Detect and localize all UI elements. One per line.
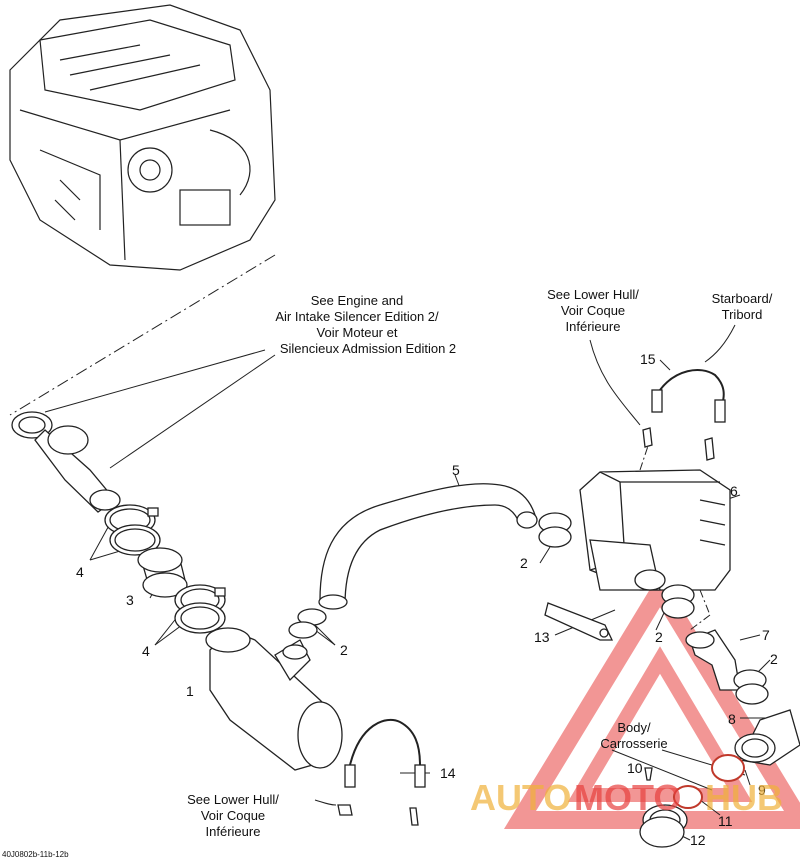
clamp-part-4-upper: [104, 504, 161, 556]
outlet-part-8: [734, 709, 800, 766]
engine-illustration: [9, 4, 276, 271]
body-note-line-2: Carrosserie: [600, 736, 667, 751]
hull-top-note-line-1: See Lower Hull/: [547, 287, 639, 302]
callout-see-engine: See Engine and Air Intake Silencer Editi…: [275, 293, 456, 356]
hull-top-note-line-3: Inférieure: [566, 319, 621, 334]
bracket-part-13: [544, 602, 614, 641]
part-number-13: 13: [534, 629, 550, 645]
clamp-part-4-lower: [174, 584, 226, 634]
hose-part-5: [318, 483, 538, 610]
drawing-reference: 40J0802b-11b-12b: [2, 850, 69, 859]
hull-bottom-note-line-2: Voir Coque: [201, 808, 265, 823]
part-number-15: 15: [640, 351, 656, 367]
clamp-part-2-lower: [733, 669, 769, 705]
callout-see-lower-hull-top: See Lower Hull/ Voir Coque Inférieure: [547, 287, 639, 334]
part-number-2-d: 2: [770, 651, 778, 667]
elbow-part-7: [685, 629, 741, 691]
hull-top-note-line-2: Voir Coque: [561, 303, 625, 318]
part-number-6: 6: [730, 483, 738, 499]
part-number-2-a: 2: [520, 555, 528, 571]
part-number-8: 8: [728, 711, 736, 727]
part-number-14: 14: [440, 765, 456, 781]
engine-note-line-2: Air Intake Silencer Edition 2/: [275, 309, 439, 324]
part-number-12: 12: [690, 832, 706, 848]
part-number-11: 11: [718, 813, 733, 829]
callout-see-lower-hull-bottom: See Lower Hull/ Voir Coque Inférieure: [187, 792, 279, 839]
watermark-hub: HUB: [705, 777, 783, 818]
part-number-4-a: 4: [76, 564, 84, 580]
resonator-part-6: [579, 469, 731, 591]
silencer-part-1: [205, 627, 343, 771]
intake-ring-part: [11, 411, 121, 513]
watermark-moto: MOTO: [574, 777, 681, 818]
oring-part-9: [711, 754, 745, 782]
part-number-4-b: 4: [142, 643, 150, 659]
part-number-10: 10: [627, 760, 643, 776]
strap-part-15: [651, 369, 726, 423]
screw-part-10: [644, 767, 653, 781]
part-numbers: 5 6 15 2 4 3 4 2 1 13 2 7 2 8 10 9 11 12…: [76, 351, 778, 848]
part-number-5: 5: [452, 462, 460, 478]
hull-bottom-note-line-3: Inférieure: [206, 824, 261, 839]
part-number-2-b: 2: [340, 642, 348, 658]
clamp-part-2-right: [538, 512, 695, 619]
fitting-part-12: [639, 804, 688, 848]
part-number-3: 3: [126, 592, 134, 608]
oring-part-11: [673, 785, 703, 809]
engine-note-line-1: See Engine and: [311, 293, 404, 308]
strap-part-14: [344, 718, 426, 788]
part-number-7: 7: [762, 627, 770, 643]
part-number-1: 1: [186, 683, 194, 699]
hull-bottom-note-line-1: See Lower Hull/: [187, 792, 279, 807]
clamp-part-2-middle: [288, 608, 327, 639]
engine-note-line-3: Voir Moteur et: [317, 325, 398, 340]
engine-note-line-4: Silencieux Admission Edition 2: [280, 341, 456, 356]
body-note-line-1: Body/: [617, 720, 651, 735]
hull-bracket-parts: [337, 427, 715, 826]
sleeve-part-3: [137, 547, 188, 598]
watermark-text: AUTO MOTO HUB: [470, 777, 783, 818]
dashed-routing: [639, 439, 711, 631]
part-number-9: 9: [758, 782, 766, 798]
callout-starboard: Starboard/ Tribord: [712, 291, 773, 322]
starboard-note-line-1: Starboard/: [712, 291, 773, 306]
part-number-2-c: 2: [655, 629, 663, 645]
callout-body: Body/ Carrosserie: [600, 720, 667, 751]
watermark-auto: AUTO: [470, 777, 571, 818]
starboard-note-line-2: Tribord: [722, 307, 763, 322]
